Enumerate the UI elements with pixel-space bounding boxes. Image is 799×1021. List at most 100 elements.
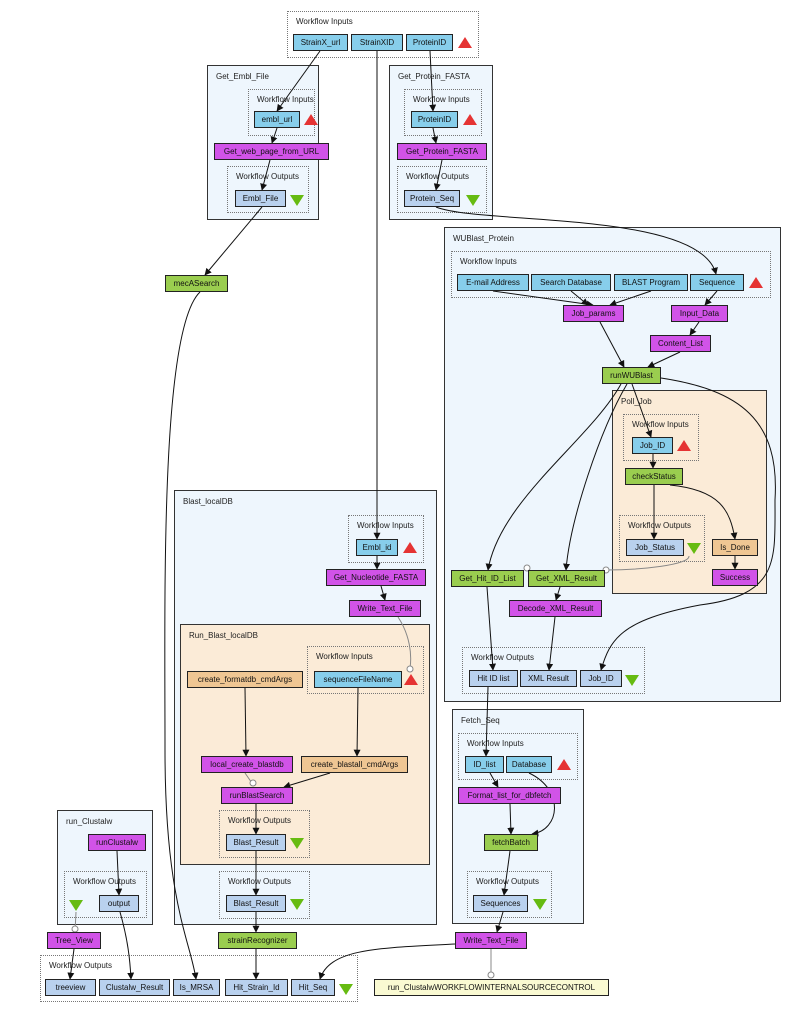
input-marker-icon	[304, 114, 318, 125]
input-marker-icon	[403, 542, 417, 553]
workflow-outputs-title: Workflow Outputs	[73, 877, 136, 886]
process-create-formatdb[interactable]: create_formatdb_cmdArgs	[187, 671, 303, 688]
workflow-outputs-title: Workflow Outputs	[236, 172, 299, 181]
process-tree-view[interactable]: Tree_View	[47, 932, 101, 949]
workflow-outputs-title: Workflow Outputs	[228, 877, 291, 886]
workflow-inputs-title: Workflow Inputs	[467, 739, 524, 748]
output-protein-seq[interactable]: Protein_Seq	[404, 190, 460, 207]
workflow-inputs-box: Workflow Inputs	[458, 733, 578, 780]
process-get-hit-id-list[interactable]: Get_Hit_ID_List	[451, 570, 524, 587]
cluster-title: Get_Protein_FASTA	[398, 72, 470, 81]
cluster-title: Fetch_Seq	[461, 716, 500, 725]
workflow-outputs-box: Workflow Outputs	[219, 871, 310, 919]
input-strainx-url[interactable]: StrainX_url	[293, 34, 348, 51]
input-sequence-file-name[interactable]: sequenceFileName	[314, 671, 402, 688]
mecasearch-node[interactable]: mecASearch	[165, 275, 228, 292]
process-input-data[interactable]: Input_Data	[671, 305, 728, 322]
input-search-database[interactable]: Search Database	[531, 274, 611, 291]
process-run-blast-search[interactable]: runBlastSearch	[221, 787, 293, 804]
process-get-protein-fasta[interactable]: Get_Protein_FASTA	[397, 143, 487, 160]
workflow-outputs-title: Workflow Outputs	[228, 816, 291, 825]
output-marker-icon	[466, 195, 480, 206]
output-clustalw-output[interactable]: output	[99, 895, 139, 912]
workflow-outputs-title: Workflow Outputs	[49, 961, 112, 970]
top-workflow-inputs: Workflow Inputs	[287, 11, 479, 58]
workflow-inputs-title: Workflow Inputs	[257, 95, 314, 104]
output-hit-strain-id[interactable]: Hit_Strain_Id	[225, 979, 288, 996]
output-treeview[interactable]: treeview	[45, 979, 96, 996]
output-marker-icon	[69, 900, 83, 911]
workflow-inputs-title: Workflow Inputs	[460, 257, 517, 266]
cluster-title: Poll_Job	[621, 397, 652, 406]
input-marker-icon	[557, 759, 571, 770]
cluster-title: Blast_localDB	[183, 497, 233, 506]
process-strain-recognizer[interactable]: strainRecognizer	[218, 932, 297, 949]
output-hit-seq[interactable]: Hit_Seq	[291, 979, 335, 996]
process-job-params[interactable]: Job_params	[563, 305, 624, 322]
output-marker-icon	[290, 195, 304, 206]
process-success[interactable]: Success	[712, 569, 758, 586]
source-control-node[interactable]: run_ClustalwWORKFLOWINTERNALSOURCECONTRO…	[374, 979, 609, 996]
workflow-outputs-title: Workflow Outputs	[406, 172, 469, 181]
process-run-clustalw[interactable]: runClustalw	[88, 834, 146, 851]
process-fetch-batch[interactable]: fetchBatch	[484, 834, 538, 851]
cluster-title: Get_Embl_File	[216, 72, 269, 81]
output-marker-icon	[687, 543, 701, 554]
workflow-inputs-box: Workflow Inputs	[404, 89, 482, 136]
output-marker-icon	[290, 838, 304, 849]
workflow-outputs-box: Workflow Outputs	[64, 871, 147, 918]
control-link-icon	[487, 971, 495, 979]
cluster-fetch-seq: Fetch_Seq	[452, 709, 584, 924]
output-sequences[interactable]: Sequences	[473, 895, 528, 912]
input-strainxid[interactable]: StrainXID	[351, 34, 403, 51]
process-is-done[interactable]: Is_Done	[712, 539, 758, 556]
cluster-run-blast-localdb: Run_Blast_localDB	[180, 624, 430, 865]
input-proteinid[interactable]: ProteinID	[406, 34, 453, 51]
output-job-status[interactable]: Job_Status	[626, 539, 684, 556]
output-blast-result[interactable]: Blast_Result	[226, 895, 286, 912]
process-get-web-page[interactable]: Get_web_page_from_URL	[214, 143, 329, 160]
process-get-xml-result[interactable]: Get_XML_Result	[528, 570, 605, 587]
output-xml-result[interactable]: XML Result	[520, 670, 577, 687]
input-embl-url[interactable]: embl_url	[254, 111, 300, 128]
input-proteinid-inner[interactable]: ProteinID	[411, 111, 458, 128]
workflow-outputs-box: Workflow Outputs	[219, 810, 310, 858]
input-marker-icon	[677, 440, 691, 451]
workflow-inputs-box: Workflow Inputs	[348, 515, 424, 563]
workflow-outputs-title: Workflow Outputs	[471, 653, 534, 662]
process-format-list-for-dbfetch[interactable]: Format_list_for_dbfetch	[458, 787, 561, 804]
workflow-outputs-title: Workflow Outputs	[628, 521, 691, 530]
process-local-create-blastdb[interactable]: local_create_blastdb	[201, 756, 293, 773]
workflow-inputs-title: Workflow Inputs	[632, 420, 689, 429]
output-job-id[interactable]: Job_ID	[580, 670, 622, 687]
output-hit-id-list[interactable]: Hit ID list	[469, 670, 518, 687]
workflow-inputs-box: Workflow Inputs	[307, 646, 424, 694]
input-job-id[interactable]: Job_ID	[632, 437, 673, 454]
cluster-title: WUBlast_Protein	[453, 234, 514, 243]
input-database[interactable]: Database	[506, 756, 552, 773]
output-clustalw-result[interactable]: Clustalw_Result	[99, 979, 170, 996]
input-marker-icon	[749, 277, 763, 288]
input-blast-program[interactable]: BLAST Program	[614, 274, 688, 291]
input-marker-icon	[463, 114, 477, 125]
process-decode-xml-result[interactable]: Decode_XML_Result	[509, 600, 602, 617]
input-embl-id[interactable]: Embl_id	[356, 539, 398, 556]
process-check-status[interactable]: checkStatus	[625, 468, 683, 485]
cluster-title: Run_Blast_localDB	[189, 631, 258, 640]
process-run-wublast[interactable]: runWUBlast	[602, 367, 661, 384]
output-embl-file[interactable]: Embl_File	[235, 190, 286, 207]
process-write-text-file[interactable]: Write_Text_File	[455, 932, 527, 949]
input-marker-icon	[404, 674, 418, 685]
workflow-inputs-title: Workflow Inputs	[357, 521, 414, 530]
process-content-list[interactable]: Content_List	[650, 335, 711, 352]
output-is-mrsa[interactable]: Is_MRSA	[173, 979, 220, 996]
process-write-text-file-blast[interactable]: Write_Text_File	[349, 600, 421, 617]
top-workflow-inputs-title: Workflow Inputs	[296, 17, 353, 26]
input-email-address[interactable]: E-mail Address	[457, 274, 529, 291]
output-marker-icon	[339, 984, 353, 995]
input-id-list[interactable]: ID_list	[465, 756, 504, 773]
input-sequence[interactable]: Sequence	[690, 274, 744, 291]
output-blast-result-inner[interactable]: Blast_Result	[226, 834, 286, 851]
process-get-nucleotide-fasta[interactable]: Get_Nucleotide_FASTA	[326, 569, 426, 586]
process-create-blastall[interactable]: create_blastall_cmdArgs	[301, 756, 408, 773]
